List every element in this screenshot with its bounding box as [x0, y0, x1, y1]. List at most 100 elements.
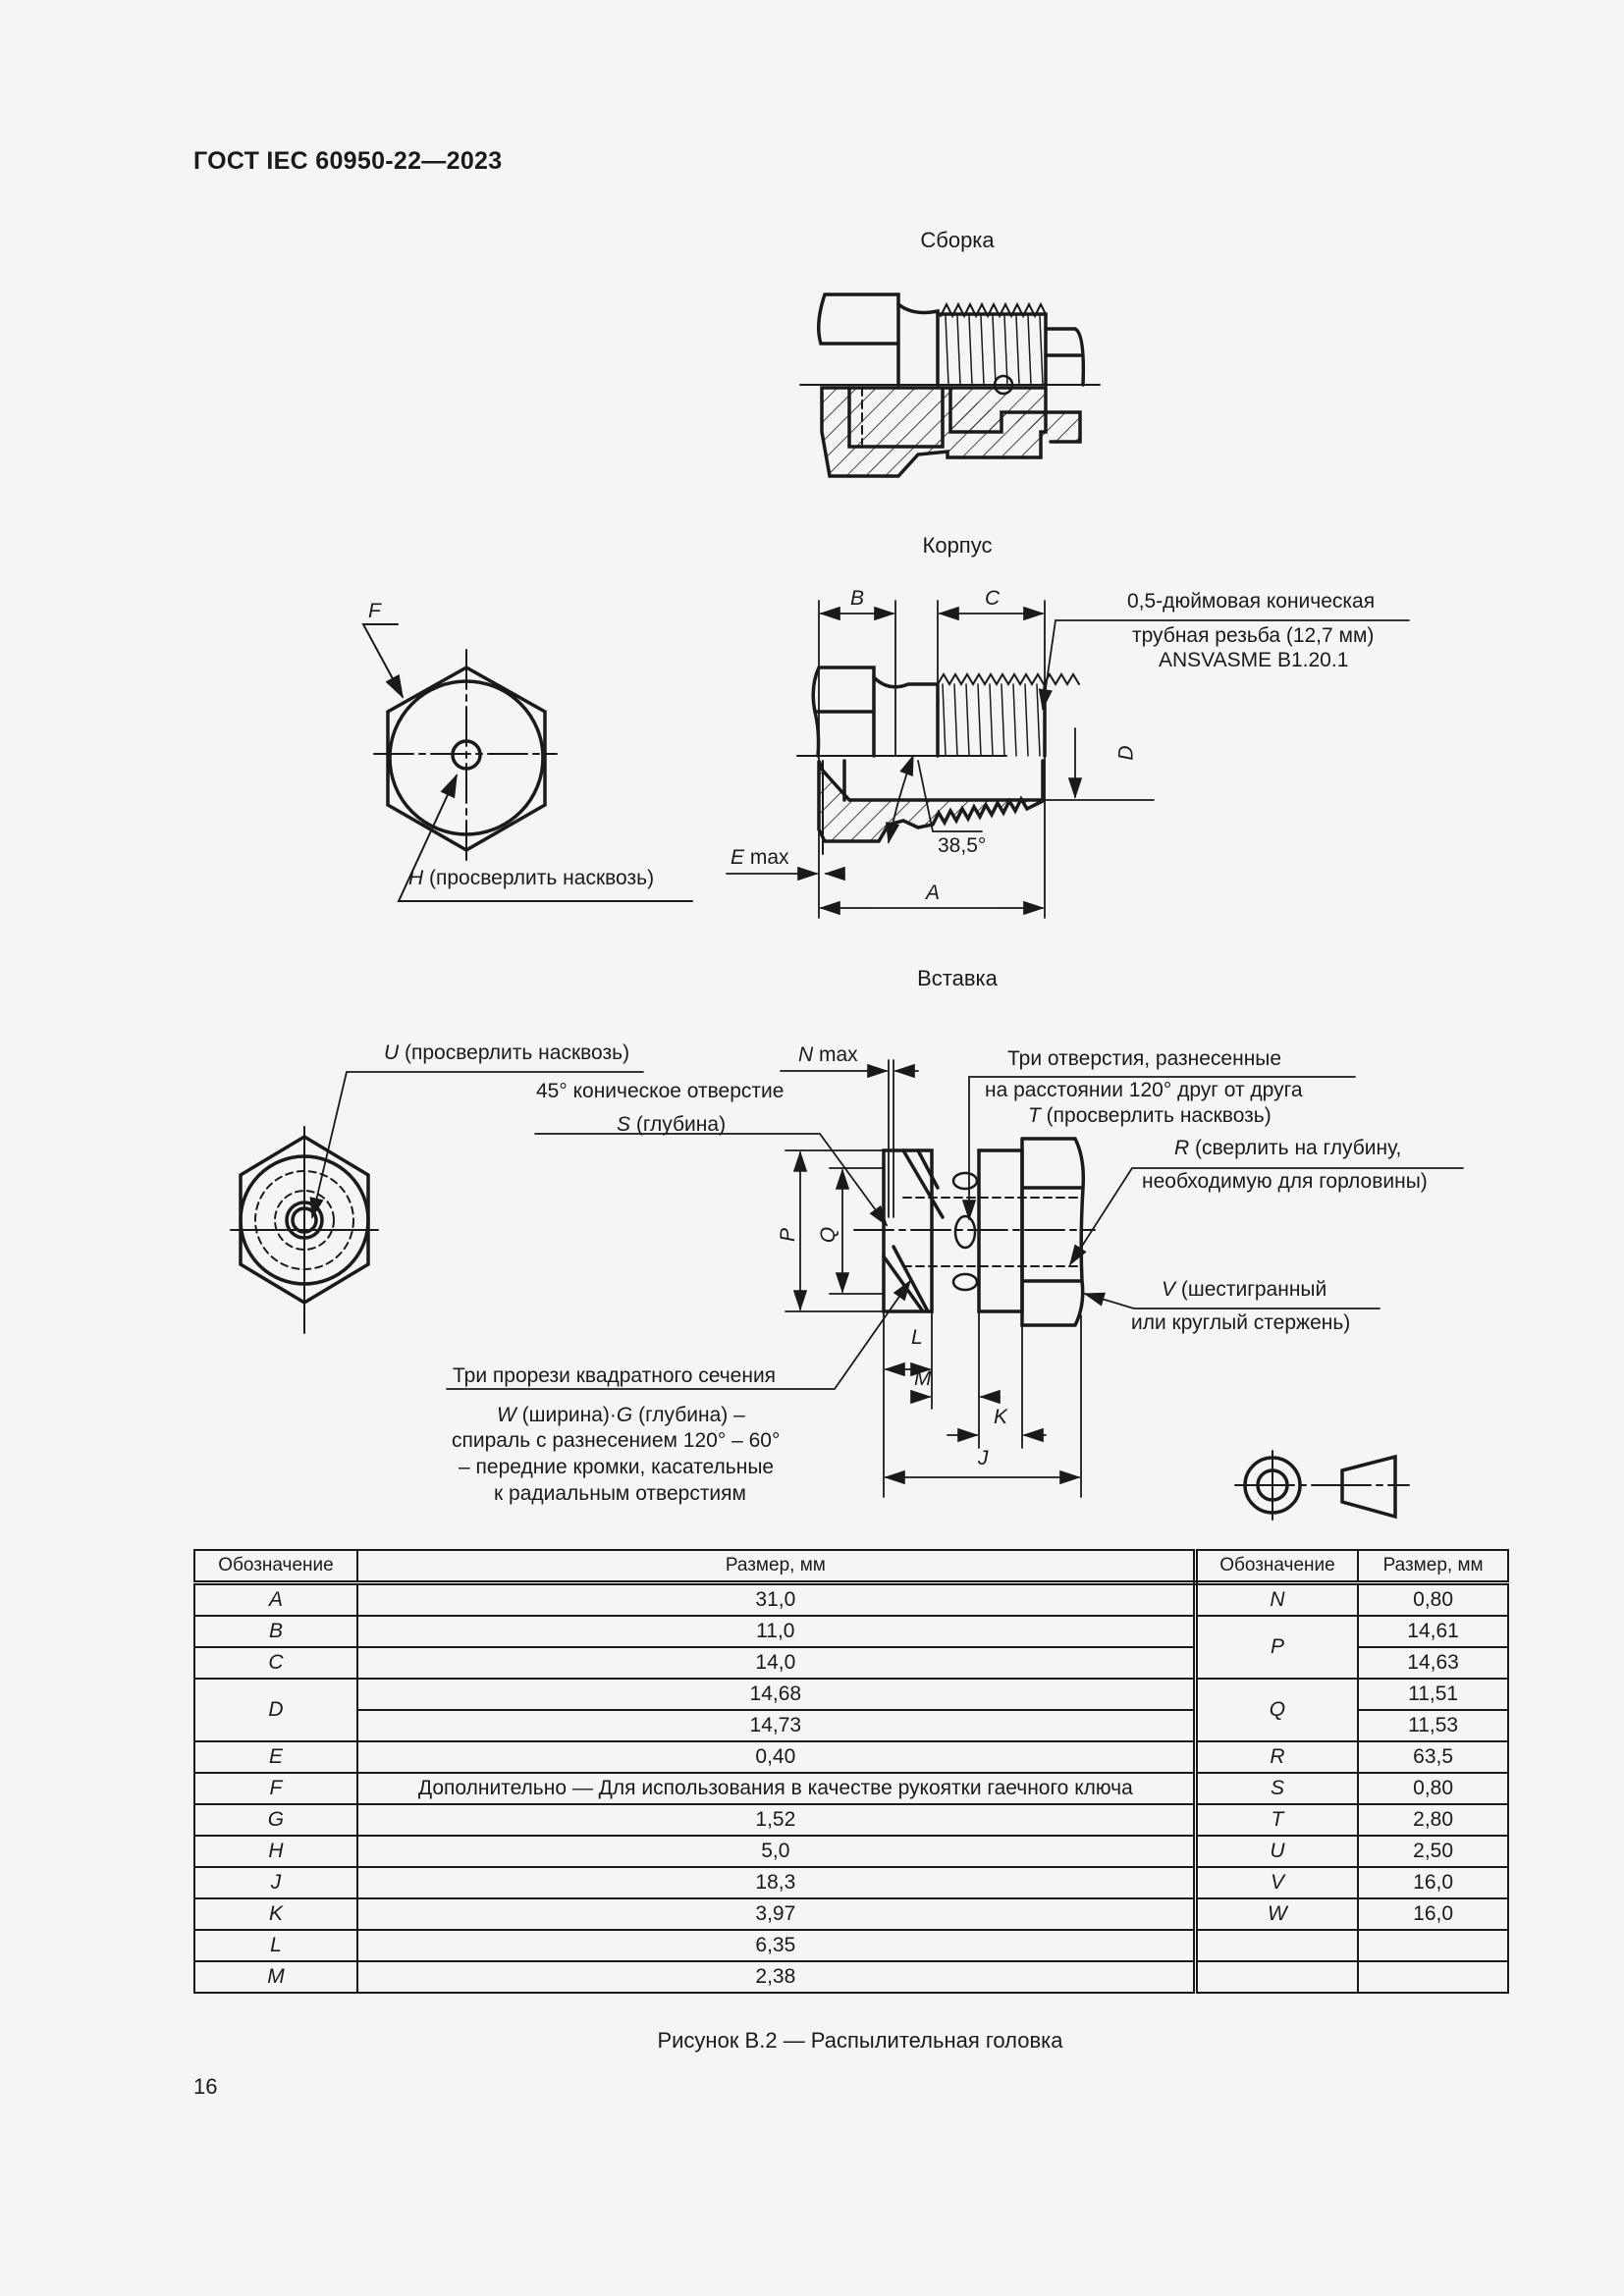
left-designation-cell: M	[193, 1960, 358, 1994]
left-header-designation: Обозначение	[193, 1549, 358, 1585]
insert-title: Вставка	[917, 966, 998, 990]
document-header: ГОСТ IEC 60950-22—2023	[193, 147, 503, 175]
cone-note: 45° коническое отверстие	[536, 1080, 785, 1102]
figure-caption: Рисунок B.2 — Распылительная головка	[657, 2028, 1063, 2053]
label-angle: 38,5°	[938, 834, 987, 857]
thread-note-line3: ANSVASME B1.20.1	[1159, 649, 1349, 671]
label-U-letter: U	[384, 1041, 400, 1064]
page-number: 16	[193, 2074, 218, 2099]
thread-note-line2: трубная резьба (12,7 мм)	[1132, 624, 1375, 647]
right-size-cell: 0,80	[1357, 1581, 1509, 1617]
right-designation-cell: V	[1194, 1866, 1360, 1899]
right-designation-cell	[1194, 1960, 1360, 1994]
insert-side-view	[446, 1059, 1464, 1498]
right-size-cell: 63,5	[1357, 1740, 1509, 1774]
slots-note-line3: спираль с разнесением 120° – 60°	[452, 1429, 781, 1452]
left-size-cell: 31,0	[355, 1581, 1198, 1617]
label-B: B	[850, 587, 865, 610]
right-size-cell: 16,0	[1357, 1866, 1509, 1899]
body-end-view	[361, 623, 693, 902]
label-U-text: (просверлить насквозь)	[399, 1041, 630, 1064]
label-T-text: (просверлить насквозь)	[1040, 1104, 1272, 1127]
label-S: S (глубина)	[617, 1113, 726, 1137]
left-designation-cell: A	[193, 1581, 358, 1617]
label-N-max: N max	[798, 1043, 858, 1067]
label-R-letter: R	[1174, 1137, 1190, 1159]
label-M: M	[914, 1367, 932, 1390]
left-size-cell: 6,35	[355, 1929, 1198, 1962]
label-H-text: (просверлить насквозь)	[423, 867, 655, 889]
label-A: A	[926, 881, 941, 904]
right-size-cell: 16,0	[1357, 1897, 1509, 1931]
label-T: T (просверлить насквозь)	[1028, 1104, 1272, 1128]
left-designation-cell: B	[193, 1615, 358, 1648]
label-S-letter: S	[617, 1113, 631, 1136]
left-size-cell: 2,38	[355, 1960, 1198, 1994]
right-size-cell: 2,50	[1357, 1835, 1509, 1868]
label-H-letter: H	[408, 867, 424, 889]
right-designation-cell: R	[1194, 1740, 1360, 1774]
left-size-cell: 3,97	[355, 1897, 1198, 1931]
right-size-cell: 11,51	[1357, 1678, 1509, 1711]
label-Q: Q	[817, 1226, 840, 1244]
V-note-line2: или круглый стержень)	[1131, 1311, 1351, 1334]
label-T-letter: T	[1028, 1104, 1041, 1127]
left-size-cell: 0,40	[355, 1740, 1198, 1774]
assembly-drawing	[799, 293, 1101, 478]
label-H: H (просверлить насквозь)	[408, 867, 654, 890]
table-row: 14,73 11,53	[194, 1709, 1509, 1742]
left-size-cell: 14,73	[355, 1709, 1198, 1742]
label-K: K	[994, 1406, 1008, 1428]
slots-note-line4: – передние кромки, касательные	[459, 1456, 775, 1478]
left-size-cell: Дополнительно — Для использования в каче…	[355, 1772, 1198, 1805]
slots-note-line2: W (ширина)·G (глубина) –	[497, 1404, 745, 1427]
right-designation-cell: Q	[1194, 1678, 1360, 1742]
assembly-title: Сборка	[920, 228, 995, 252]
right-size-cell: 2,80	[1357, 1803, 1509, 1837]
right-size-cell: 14,61	[1357, 1615, 1509, 1648]
label-G-letter: G	[616, 1404, 633, 1426]
right-size-cell	[1357, 1960, 1509, 1994]
right-header-size: Размер, мм	[1357, 1549, 1509, 1585]
insert-end-view	[230, 1071, 644, 1334]
left-designation-cell: C	[193, 1646, 358, 1680]
left-size-cell: 14,0	[355, 1646, 1198, 1680]
left-designation-cell: K	[193, 1897, 358, 1931]
right-header-designation: Обозначение	[1194, 1549, 1360, 1585]
right-designation-cell: W	[1194, 1897, 1360, 1931]
holes-note-line2: на расстоянии 120° друг от друга	[985, 1079, 1303, 1101]
left-designation-cell: G	[193, 1803, 358, 1837]
right-designation-cell: P	[1194, 1615, 1360, 1680]
label-J: J	[978, 1447, 989, 1469]
left-size-cell: 11,0	[355, 1615, 1198, 1648]
label-W-letter: W	[497, 1404, 516, 1426]
label-G-text: (глубина) –	[632, 1404, 745, 1426]
R-note-line2: необходимую для горловины)	[1142, 1170, 1428, 1193]
label-R-text: (сверлить на глубину,	[1189, 1137, 1402, 1159]
label-U: U (просверлить насквозь)	[384, 1041, 629, 1065]
right-size-cell	[1357, 1929, 1509, 1962]
label-D: D	[1114, 745, 1138, 761]
label-P: P	[777, 1227, 800, 1243]
label-E-max: E max	[731, 846, 789, 870]
left-designation-cell: D	[193, 1678, 358, 1742]
label-F: F	[368, 600, 381, 622]
left-designation-cell: F	[193, 1772, 358, 1805]
left-designation-cell: E	[193, 1740, 358, 1774]
right-size-cell: 11,53	[1357, 1709, 1509, 1742]
first-angle-projection-icon	[1234, 1450, 1410, 1521]
slots-note-line1: Три прорези квадратного сечения	[453, 1364, 777, 1387]
left-size-cell: 5,0	[355, 1835, 1198, 1868]
thread-note-line1: 0,5-дюймовая коническая	[1127, 590, 1376, 613]
